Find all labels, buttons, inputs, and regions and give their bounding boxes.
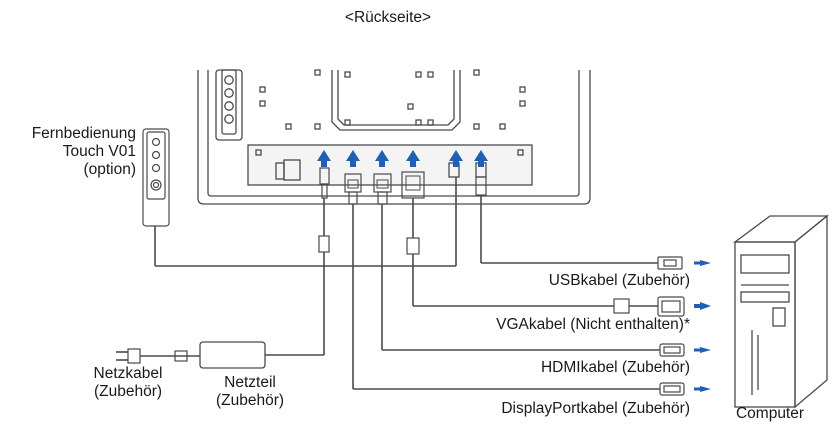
power-cord-label: Netzkabel (Zubehör) (78, 365, 178, 401)
vga-cable-label: VGAkabel (Nicht enthalten)* (496, 316, 690, 333)
pc-side-connectors (657, 256, 685, 396)
remote-label-line-3: (option) (83, 161, 136, 178)
arrows (317, 150, 711, 392)
hdmi-cable-label: HDMIkabel (Zubehör) (540, 359, 690, 376)
computer-label: Computer (735, 405, 805, 422)
displayport-cable-label: DisplayPortkabel (Zubehör) (501, 400, 690, 417)
power-adapter-label: Netzteil (Zubehör) (200, 374, 300, 410)
remote-label-line-2: Touch V01 (62, 143, 136, 160)
power-adapter-label-line-1: Netzteil (224, 374, 276, 391)
usb-cable-label: USBkabel (Zubehör) (548, 272, 690, 289)
monitor-rear (197, 69, 591, 205)
power-adapter-label-line-2: (Zubehör) (215, 392, 285, 409)
remote-label: Fernbedienung Touch V01 (option) (4, 125, 136, 179)
remote-label-line-1: Fernbedienung (31, 125, 136, 142)
remote-control (142, 128, 170, 227)
power-cord-label-line-1: Netzkabel (93, 365, 163, 382)
diagram-title: <Rückseite> (344, 9, 432, 26)
cables (116, 167, 660, 390)
computer-tower (733, 214, 829, 409)
power-cord-label-line-2: (Zubehör) (93, 383, 163, 400)
